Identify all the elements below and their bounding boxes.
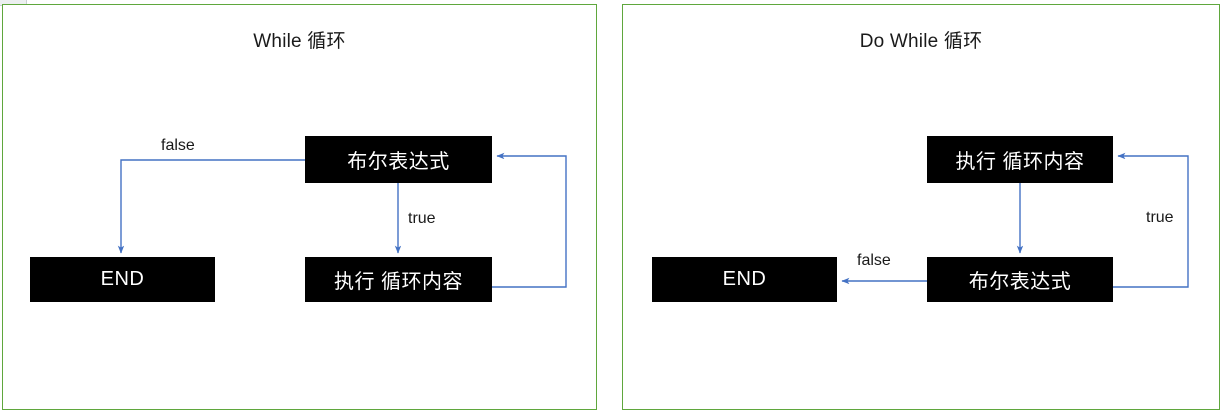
node-dowhile-condition[interactable]: 布尔表达式 [927,257,1113,302]
node-while-end-label: END [100,268,145,290]
panel-while-loop: While 循环 [2,4,597,410]
panel-while-title: While 循环 [253,31,346,52]
node-dowhile-end-label: END [722,268,767,290]
node-while-end[interactable]: END [30,257,215,302]
node-while-body[interactable]: 执行 循环内容 [305,257,492,302]
node-dowhile-body[interactable]: 执行 循环内容 [927,136,1113,183]
node-while-condition[interactable]: 布尔表达式 [305,136,492,183]
edge-label-while-true: true [408,210,436,227]
node-while-body-label: 执行 循环内容 [333,271,464,293]
node-dowhile-body-label: 执行 循环内容 [955,151,1085,173]
panel-dowhile-loop: Do While 循环 [622,4,1220,410]
edge-label-dowhile-true: true [1146,209,1174,226]
node-dowhile-condition-label: 布尔表达式 [968,271,1072,293]
node-while-condition-label: 布尔表达式 [347,151,450,173]
panel-dowhile-title: Do While 循环 [859,31,983,52]
edge-label-dowhile-false: false [857,252,891,269]
edge-label-while-false: false [161,137,195,154]
node-dowhile-end[interactable]: END [652,257,837,302]
